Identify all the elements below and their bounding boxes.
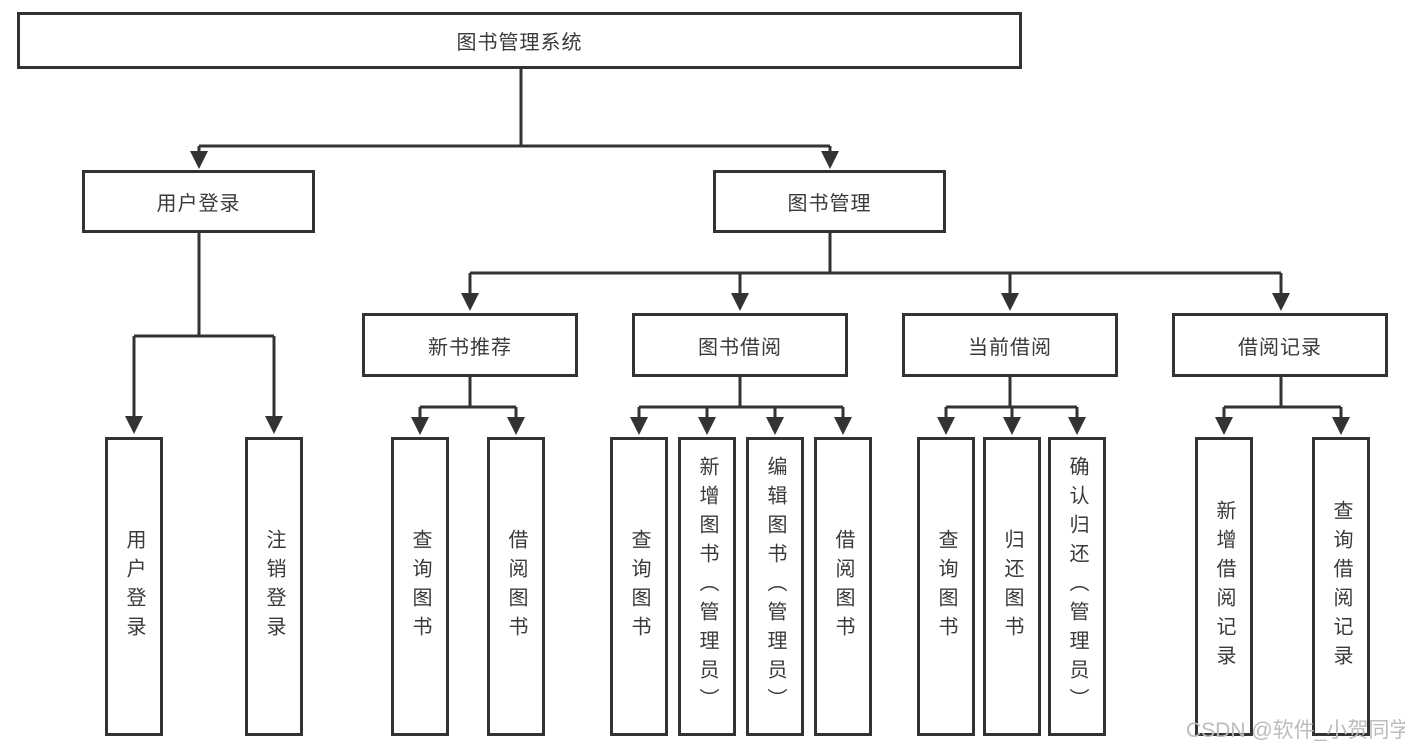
node-book-management-label: 图书管理	[787, 193, 872, 215]
leaf-borrow-book: 借阅图书	[814, 437, 872, 736]
watermark: CSDN @软件_小贺同学	[1186, 719, 1405, 742]
leaf-recommend-query-book-label: 查询图书	[409, 528, 431, 645]
arrowheads	[125, 151, 1350, 435]
leaf-borrow-book-label: 借阅图书	[832, 528, 854, 645]
node-borrow-records: 借阅记录	[1172, 313, 1388, 377]
node-book-borrow: 图书借阅	[632, 313, 848, 377]
leaf-confirm-return-admin: 确认归还（管理员）	[1048, 437, 1106, 736]
node-current-borrow: 当前借阅	[902, 313, 1118, 377]
leaf-return-book: 归还图书	[983, 437, 1041, 736]
leaf-add-book-admin-label: 新增图书（管理员）	[696, 456, 718, 717]
node-user-login-group: 用户登录	[82, 170, 315, 233]
leaf-recommend-borrow-book-label: 借阅图书	[505, 528, 527, 645]
leaf-user-login: 用户登录	[105, 437, 163, 736]
leaf-user-login-label: 用户登录	[123, 528, 145, 645]
leaf-borrow-query-book: 查询图书	[610, 437, 668, 736]
leaf-query-borrow-record: 查询借阅记录	[1312, 437, 1370, 736]
node-root-label: 图书管理系统	[456, 32, 583, 54]
leaf-logout-label: 注销登录	[263, 528, 285, 645]
leaf-recommend-borrow-book: 借阅图书	[487, 437, 545, 736]
leaf-current-query-book-label: 查询图书	[935, 528, 957, 645]
node-root: 图书管理系统	[17, 12, 1022, 69]
leaf-logout: 注销登录	[245, 437, 303, 736]
leaf-current-query-book: 查询图书	[917, 437, 975, 736]
leaf-confirm-return-admin-label: 确认归还（管理员）	[1066, 456, 1088, 717]
leaf-return-book-label: 归还图书	[1001, 528, 1023, 645]
leaf-add-borrow-record: 新增借阅记录	[1195, 437, 1253, 736]
leaf-recommend-query-book: 查询图书	[391, 437, 449, 736]
node-current-borrow-label: 当前借阅	[968, 336, 1052, 359]
connector-paths	[132, 68, 1343, 420]
leaf-edit-book-admin: 编辑图书（管理员）	[746, 437, 804, 736]
leaf-add-book-admin: 新增图书（管理员）	[678, 437, 736, 736]
node-new-book-recommend: 新书推荐	[362, 313, 578, 377]
leaf-borrow-query-book-label: 查询图书	[628, 528, 650, 645]
node-borrow-records-label: 借阅记录	[1238, 336, 1322, 359]
leaf-edit-book-admin-label: 编辑图书（管理员）	[764, 456, 786, 717]
leaf-query-borrow-record-label: 查询借阅记录	[1330, 499, 1352, 674]
node-user-login-group-label: 用户登录	[156, 193, 241, 215]
node-new-book-recommend-label: 新书推荐	[428, 336, 512, 359]
node-book-management: 图书管理	[713, 170, 946, 233]
leaf-add-borrow-record-label: 新增借阅记录	[1213, 499, 1235, 674]
node-book-borrow-label: 图书借阅	[698, 336, 782, 359]
